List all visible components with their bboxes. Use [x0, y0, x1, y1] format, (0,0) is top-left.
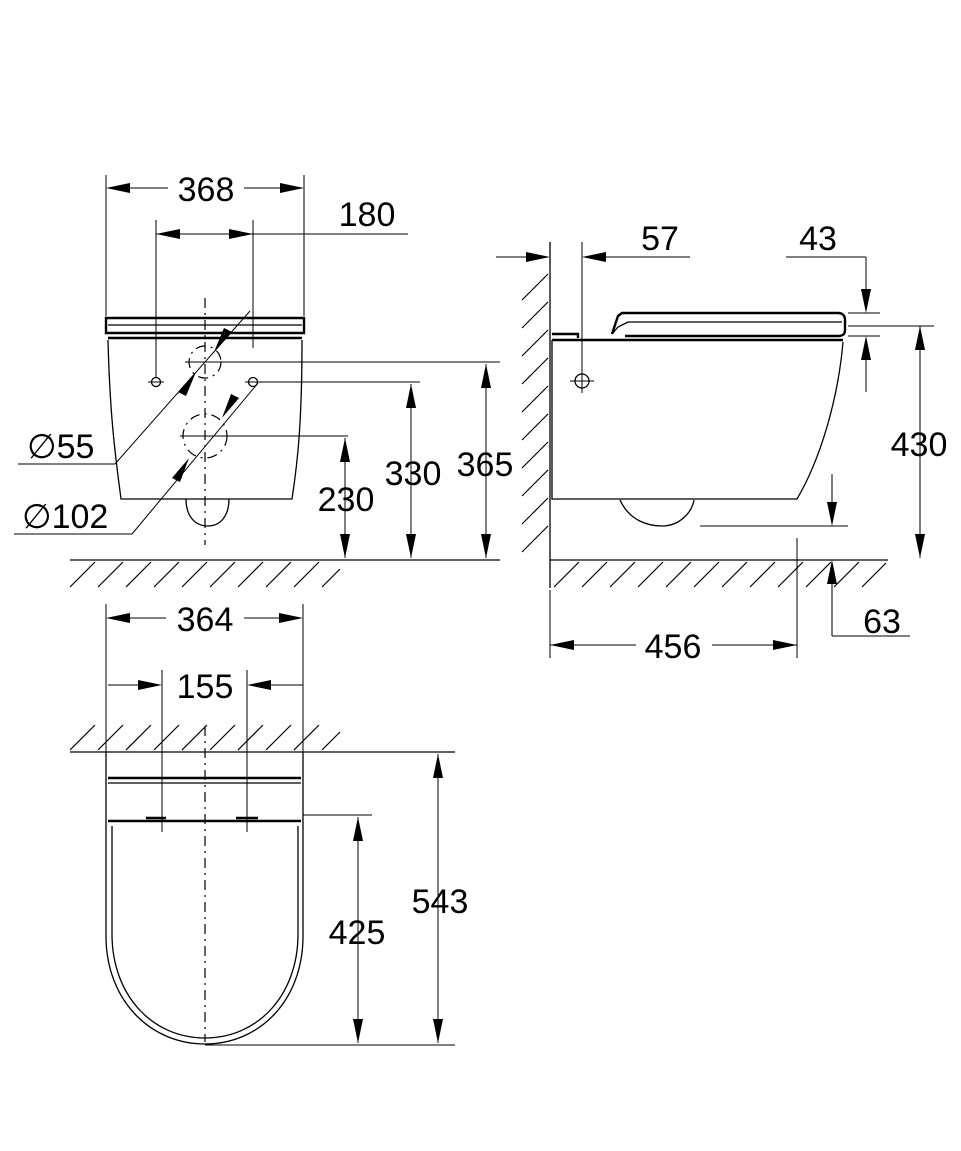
top-view: 364 155 425 543 [69, 601, 469, 1046]
dim-43: 43 [799, 220, 837, 258]
dim-57: 57 [641, 220, 679, 258]
front-floor-hatch [69, 561, 341, 588]
dim-364: 364 [177, 601, 234, 639]
front-bowl [107, 339, 303, 500]
dim-368: 368 [178, 171, 235, 209]
top-wall-hatch [69, 724, 341, 751]
dim-dia-102: ∅102 [22, 498, 108, 536]
dim-63: 63 [863, 603, 901, 641]
front-outlet [185, 498, 230, 527]
top-back-section [105, 752, 304, 818]
dim-155: 155 [177, 668, 234, 706]
dim-230: 230 [318, 481, 375, 519]
side-wall-hatch [521, 273, 549, 553]
dim-456: 456 [645, 628, 702, 666]
dim-543: 543 [412, 883, 469, 921]
dim-425: 425 [329, 914, 386, 952]
fixing-hole-left [148, 376, 164, 388]
dim-430: 430 [891, 426, 948, 464]
front-view: 368 180 ∅55 ∅102 230 330 [14, 171, 514, 588]
side-bowl [551, 340, 844, 500]
fixing-hole-right [245, 376, 420, 388]
side-outlet [619, 499, 695, 527]
dim-330: 330 [385, 455, 442, 493]
front-seat [104, 316, 306, 335]
dim-dia-55: ∅55 [27, 428, 94, 466]
side-view: 57 43 430 63 456 [496, 220, 947, 666]
dim-365: 365 [457, 446, 514, 484]
top-bowl [105, 818, 304, 1045]
side-seat [552, 311, 847, 338]
side-floor-hatch [553, 561, 887, 588]
dim-180: 180 [339, 196, 396, 234]
